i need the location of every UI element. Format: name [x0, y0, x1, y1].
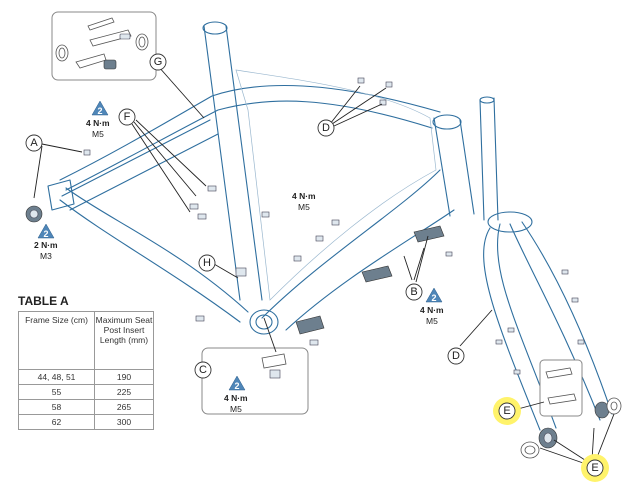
parts-box-c [201, 347, 309, 415]
table-row: 44, 48, 51 190 [18, 369, 154, 385]
thread-top-left: M5 [92, 129, 104, 139]
table-header-insert-length: Maximum Seat Post Insert Length (mm) [94, 311, 154, 370]
table-row: 58 265 [18, 399, 154, 415]
torque-badge-top-left [91, 100, 109, 116]
table-cell-insert-length: 265 [94, 399, 154, 415]
torque-badge-box-c [228, 375, 246, 391]
torque-box-c: 4 N·m [224, 393, 248, 403]
torque-badge-rear-dropout [37, 223, 55, 239]
callout-e-bottom-circle [586, 459, 604, 477]
table-cell-frame-size: 55 [18, 384, 95, 400]
callout-c-circle [194, 361, 212, 379]
table-cell-insert-length: 300 [94, 414, 154, 430]
thread-rear-dropout: M3 [40, 251, 52, 261]
callout-a: A [30, 137, 38, 149]
callout-b: B [410, 286, 418, 298]
callout-g: G [153, 56, 163, 68]
torque-frame-center: 4 N·m [292, 191, 316, 201]
table-a-title: TABLE A [18, 294, 69, 308]
callout-f-circle [118, 108, 136, 126]
torque-badge-right-b-number: 2 [431, 293, 437, 303]
torque-badge-rear-dropout-number: 2 [43, 229, 49, 239]
callout-c: C [199, 364, 207, 376]
thread-frame-center: M5 [298, 202, 310, 212]
seat-post-table: Frame Size (cm) Maximum Seat Post Insert… [18, 311, 154, 430]
table-header-frame-size: Frame Size (cm) [18, 311, 95, 370]
callout-e-fork: E [503, 405, 511, 417]
callout-d-fork-circle [447, 347, 465, 365]
callout-f: F [123, 111, 131, 123]
callout-h: H [203, 257, 211, 269]
table-cell-insert-length: 225 [94, 384, 154, 400]
torque-badge-top-left-number: 2 [97, 106, 103, 116]
callout-g-circle [149, 53, 167, 71]
torque-right-b: 4 N·m [420, 305, 444, 315]
table-cell-frame-size: 44, 48, 51 [18, 369, 95, 385]
callout-d-top-circle [317, 119, 335, 137]
table-row: 55 225 [18, 384, 154, 400]
callout-a-circle [25, 134, 43, 152]
thread-box-c: M5 [230, 404, 242, 414]
bike-frame [25, 21, 475, 335]
hardware-parts [83, 77, 622, 459]
fork-parts-inset [539, 359, 583, 417]
leader-lines [33, 65, 615, 465]
torque-top-left: 4 N·m [86, 118, 110, 128]
table-row: 62 300 [18, 414, 154, 430]
table-cell-frame-size: 62 [18, 414, 95, 430]
torque-rear-dropout: 2 N·m [34, 240, 58, 250]
callout-e-fork-circle [498, 402, 516, 420]
inset-parts [55, 17, 149, 70]
callout-h-circle [198, 254, 216, 272]
callout-e-bottom: E [591, 462, 599, 474]
callout-d-top: D [322, 122, 330, 134]
table-cell-frame-size: 58 [18, 399, 95, 415]
callout-d-fork: D [452, 350, 460, 362]
thread-right-b: M5 [426, 316, 438, 326]
table-header-row: Frame Size (cm) Maximum Seat Post Insert… [18, 311, 154, 370]
torque-badge-box-c-number: 2 [234, 381, 240, 391]
callout-b-circle [405, 283, 423, 301]
table-cell-insert-length: 190 [94, 369, 154, 385]
torque-badge-right-b [425, 287, 443, 303]
